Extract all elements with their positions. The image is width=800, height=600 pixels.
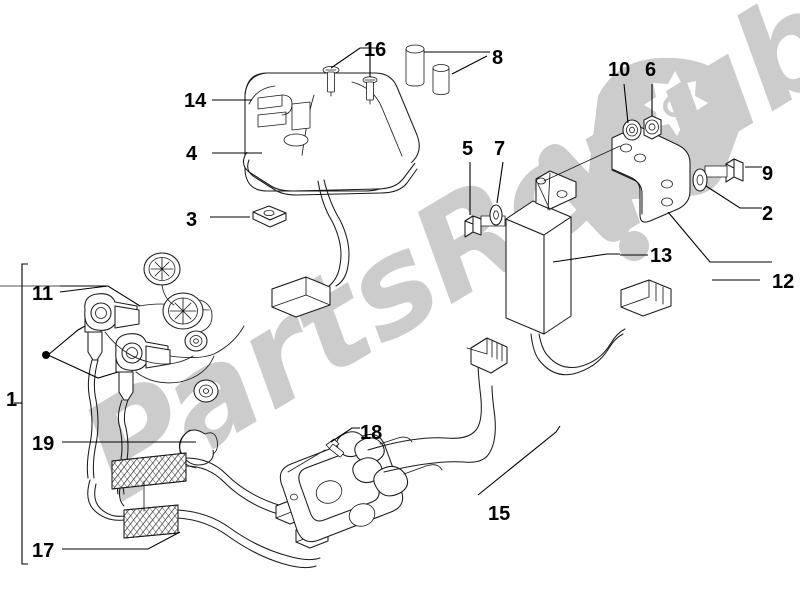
spark-plug-upper	[143, 252, 181, 286]
part-switch-plate	[279, 337, 561, 543]
part-bracket-bolt-washer	[692, 158, 762, 209]
coil-lower	[123, 504, 179, 539]
screw-16b	[362, 76, 378, 105]
part-plate-screw	[325, 438, 345, 458]
callout-11-spark-plug-cap: 11	[32, 283, 53, 305]
part-rubber-spacers	[405, 44, 490, 95]
callout-10-washer: 10	[608, 59, 630, 81]
part-cage-nut	[210, 205, 287, 228]
part-ignition-coils	[62, 452, 321, 569]
callout-18-screw: 18	[360, 422, 382, 444]
harness-boot-4	[373, 464, 443, 497]
callout-19-clamp: 19	[32, 433, 54, 455]
part-bracket-washer-nut	[622, 83, 662, 141]
part-voltage-regulator	[505, 170, 672, 376]
harness-main-plug	[466, 337, 508, 374]
part-regulator-screw-washer	[464, 161, 506, 238]
flat-washer-7	[489, 204, 503, 226]
screw-16a	[322, 66, 340, 97]
part-support-bracket	[543, 125, 772, 263]
callout-1-harness-group: 1	[6, 389, 17, 411]
group-node-dot	[42, 351, 50, 359]
callout-17-coil: 17	[32, 540, 54, 562]
spacer-8b	[432, 64, 450, 95]
harness-connector-left	[271, 276, 331, 318]
plug-washer-lower	[193, 379, 219, 403]
part-spark-plug-caps	[0, 252, 245, 495]
hex-nut-6	[643, 115, 662, 140]
flat-washer-2	[692, 168, 708, 192]
callout-14-headlight-unit: 14	[184, 90, 207, 112]
callout-leaders	[59, 99, 760, 293]
callout-4-gasket: 4	[186, 143, 198, 165]
part-headlight-housing	[242, 72, 420, 318]
callout-8-spacer: 8	[492, 47, 503, 69]
group-1-bracket	[14, 263, 28, 565]
callout-16-screw: 16	[364, 39, 386, 61]
hex-bolt-9	[704, 158, 744, 183]
callout-15-wiring-harness: 15	[488, 503, 510, 525]
callout-2-washer: 2	[762, 203, 773, 225]
callout-6-nut: 6	[645, 59, 656, 81]
plug-washer-upper	[184, 330, 208, 352]
callout-number-layer: 1 2 3 4 5 6 7 8 9 10 11 12 13 14 15 16 1…	[6, 39, 794, 562]
callout-12-bracket: 12	[772, 271, 794, 293]
callout-5-screw: 5	[462, 138, 473, 160]
callout-7-washer: 7	[494, 138, 505, 160]
regulator-connector	[620, 279, 672, 317]
spark-plug-lower	[162, 292, 204, 330]
coil-upper	[111, 452, 187, 490]
spacer-8a	[405, 44, 425, 87]
spark-plug-cap-upper	[84, 293, 140, 479]
callout-9-bolt: 9	[762, 163, 773, 185]
flat-washer-10	[622, 119, 642, 141]
callout-13-regulator: 13	[650, 245, 672, 267]
callout-3-nut-plate: 3	[186, 209, 197, 231]
part-housing-screws	[322, 47, 378, 105]
